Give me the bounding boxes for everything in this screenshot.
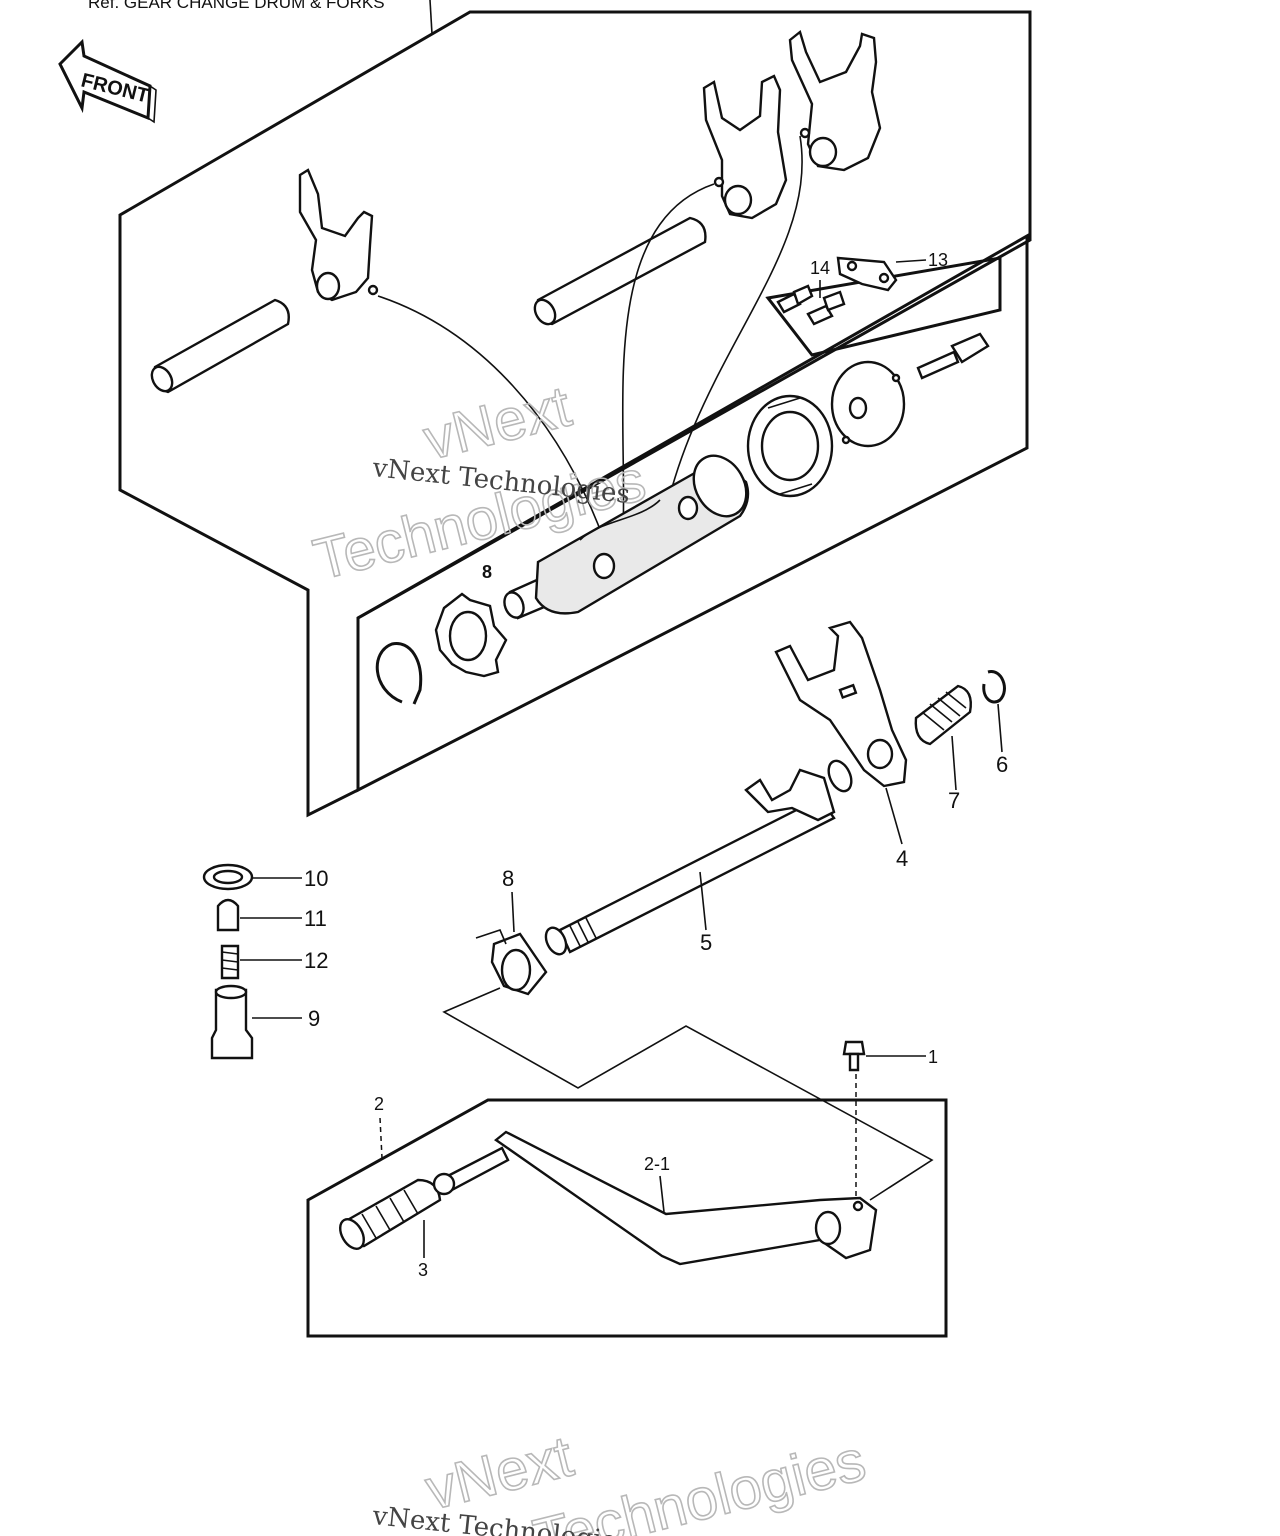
callout-13: 13 [928,250,948,270]
drum-bearing [746,394,834,498]
neutral-switch-plug [210,984,254,1060]
front-arrow: FRONT [58,38,157,124]
callout-6: 6 [996,752,1008,777]
pin-spring [220,944,240,980]
front-arrow-label: FRONT [79,70,151,108]
shift-pedal-lever [438,1130,878,1266]
callout-1: 1 [928,1047,938,1067]
shift-fork-left [298,168,379,302]
return-spring [914,684,972,746]
callout-11: 11 [304,906,327,931]
callout-8: 8 [502,866,514,891]
assembly-lines [442,987,934,1201]
callout-14: 14 [810,258,830,278]
shift-mechanism-arm [774,620,908,788]
callout-12: 12 [304,948,328,973]
shaft-torsion-spring [475,929,548,996]
screw-subpanel [765,256,1002,357]
watermark-technologies-bottom: Technologies [527,1428,871,1536]
leader-8 [511,891,515,933]
shift-fork-right [788,29,882,172]
leader-4 [885,787,903,845]
callout-4: 4 [896,846,908,871]
fork-shaft-right [533,216,707,326]
drum-star-cam [434,592,508,678]
leader-13 [895,259,927,263]
leader-6 [997,703,1003,753]
stopper-screw-a [776,284,814,314]
leader-7 [951,735,957,791]
shift-pedal-panel [306,1098,948,1338]
washer [202,863,254,891]
callout-5: 5 [700,930,712,955]
leader-2 [379,1117,383,1159]
header-bracket-line [429,0,433,35]
drum-end-cap [830,360,906,448]
drum-subpanel [356,233,1029,793]
pedal-rubber-grip [339,1172,456,1250]
arm-circlip [982,670,1006,704]
drum-circlip [375,642,423,705]
callout-3: 3 [418,1260,428,1280]
fork-shaft-left [150,298,290,394]
reference-header: Ref. GEAR CHANGE DRUM & FORKS [88,0,385,12]
fork-guide-right [659,135,803,541]
leader-5 [699,871,707,931]
callout-10: 10 [304,866,328,891]
leader-2-1 [659,1175,665,1213]
gear-shift-shaft [544,759,853,956]
stopper-screw-b [806,290,846,326]
callout-7: 7 [948,788,960,813]
callout-2: 2 [374,1094,384,1114]
shift-fork-middle [702,74,788,220]
gear-change-drum [503,454,750,620]
callout-9: 9 [308,1006,320,1031]
positioning-pin [216,898,240,932]
drum-forks-panel [118,10,1032,818]
watermark-vnext-top: vNext [417,374,577,473]
stopper-plate [836,256,898,292]
drum-pin-bolt [916,332,990,380]
callout-8-drum: 8 [482,562,492,582]
pedal-bolt [842,1040,866,1072]
fork-guide-left [377,295,605,541]
callout-2-1: 2-1 [644,1154,670,1174]
